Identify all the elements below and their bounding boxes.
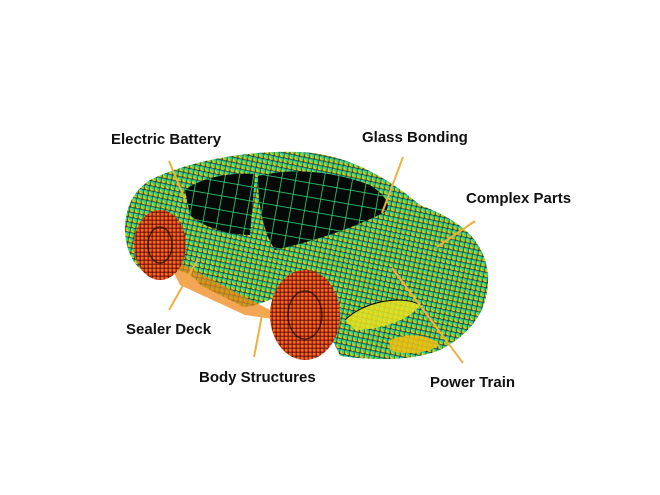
leader-lines	[168, 156, 476, 364]
leader-line-glass-bonding	[381, 156, 404, 214]
leader-line-sealer-deck	[168, 258, 199, 311]
label-sealer-deck: Sealer Deck	[126, 321, 212, 338]
leader-line-power-train	[391, 267, 464, 364]
label-electric-battery: Electric Battery	[111, 131, 222, 148]
label-body-structures: Body Structures	[199, 369, 316, 386]
leader-line-electric-battery	[168, 160, 187, 203]
label-power-train: Power Train	[430, 374, 516, 391]
leader-line-complex-parts	[436, 220, 476, 248]
label-glass-bonding: Glass Bonding	[362, 129, 468, 146]
car-body	[125, 151, 489, 360]
label-complex-parts: Complex Parts	[466, 190, 572, 207]
leader-line-body-structures	[253, 309, 264, 358]
